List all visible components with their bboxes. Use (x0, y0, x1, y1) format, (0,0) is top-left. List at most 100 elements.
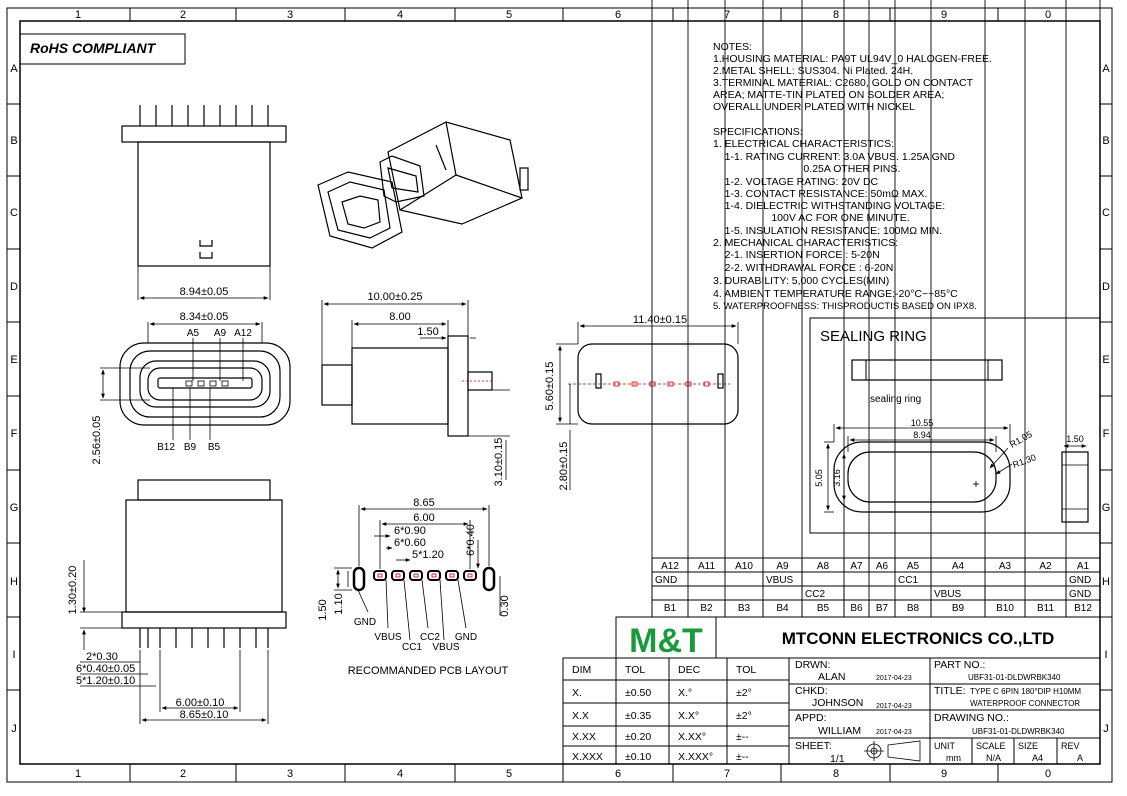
radius-105-label: R1.05 (1008, 429, 1034, 450)
notes-block: NOTES: 1.HOUSING MATERIAL: PA9T UL94V_0 … (713, 41, 992, 312)
dim-130-label: 1.30±0.20 (67, 566, 79, 615)
dim-1000-label: 10.00±0.25 (368, 291, 423, 303)
top-view-pads (613, 381, 710, 387)
frame-row-label: I (1104, 649, 1107, 661)
frame-row-label: C (1102, 207, 1110, 219)
drawn-label: DRWN: (795, 659, 830, 671)
note-line: 1. ELECTRICAL CHARACTERISTICS: (713, 138, 894, 150)
note-line: 0.25A OTHER PINS. (713, 163, 900, 175)
center-mark: + (972, 477, 979, 491)
frame-row-label: J (11, 723, 17, 735)
note-line: 2-1. INSERTION FORCE : 5-20N (713, 249, 880, 261)
pcb-pin-cc2: CC2 (420, 632, 440, 643)
rev-label: REV (1061, 741, 1080, 751)
frame-col-label: 8 (833, 768, 839, 780)
pin-label-b5: B5 (208, 442, 221, 453)
sealing-ring-title: SEALING RING (820, 328, 927, 345)
pcb-dim-6x060-label: 6*0.60 (394, 537, 426, 549)
drawing-no-value: UBF31-01-DLDWRBK340 (972, 727, 1065, 736)
dim-150-ring-label: 1.50 (1066, 434, 1084, 444)
pin-id-cell: A2 (1039, 561, 1052, 572)
rohs-box (19, 33, 186, 65)
scale-value: N/A (986, 753, 1001, 763)
rohs-label: RoHS COMPLIANT (30, 40, 157, 56)
pin-id-cell: A9 (776, 561, 789, 572)
pin-id-cell: B12 (1074, 603, 1092, 614)
sealing-ring-side-view (851, 359, 1003, 381)
part-no-value: UBF31-01-DLDWRBK340 (968, 673, 1061, 682)
tol-cell: ±-- (736, 731, 749, 743)
pin-label-a12: A12 (234, 328, 252, 339)
pin-id-cell: A3 (999, 561, 1012, 572)
pin-label-b12: B12 (157, 442, 175, 453)
tol-cell: X.XXX° (678, 751, 713, 763)
pin-id-cell: B8 (907, 603, 920, 614)
frame-row-label: F (11, 428, 18, 440)
iso-view (317, 121, 529, 249)
tolerance-table: DIM TOL DEC TOL X. ±0.50 X.° ±2° X.X ±0.… (572, 664, 756, 763)
sealing-ring-top-view (833, 441, 1011, 513)
approved-label: APPD: (795, 712, 827, 724)
frame-row-label: A (10, 63, 18, 75)
frame-row-label: H (1102, 576, 1110, 588)
pcb-dim-5x120-label: 5*1.20 (412, 549, 444, 561)
drawn-date: 2017-04-23 (876, 675, 912, 682)
signature-block: DRWN: ALAN 2017-04-23 CHKD: JOHNSON 2017… (795, 659, 912, 765)
tol-cell: ±2° (736, 710, 752, 722)
dim-256-label: 2.56±0.05 (91, 416, 103, 465)
note-line: 3.TERMINAL MATERIAL: C2680, GOLD ON CONT… (713, 77, 974, 89)
side-view-bottom (121, 479, 287, 648)
note-line: 1-2. VOLTAGE RATING: 20V DC (713, 176, 879, 188)
tol-cell: X.° (678, 687, 692, 699)
pin-id-cell: B6 (850, 603, 863, 614)
pin-id-cell: A10 (735, 561, 753, 572)
sealing-ring-profile (1061, 451, 1089, 523)
frame-col-label: 9 (941, 768, 947, 780)
pcb-dim-030-label: 0.30 (499, 595, 511, 616)
pin-id-cell: B10 (996, 603, 1014, 614)
size-value: A4 (1032, 753, 1043, 763)
pcb-dim-600-label: 6.00 (413, 512, 434, 524)
dim-150-label: 1.50 (417, 326, 438, 338)
frame-row-label: A (1102, 63, 1110, 75)
frame-col-label: 9 (941, 9, 947, 21)
pcb-dim-865-label: 8.65 (413, 497, 434, 509)
tol-cell: X.X° (678, 710, 699, 722)
frame-col-label: 5 (506, 9, 512, 21)
title-block-lines (562, 616, 1101, 765)
pin-id-cell: B4 (776, 603, 789, 614)
pin-id-cell: A8 (817, 561, 830, 572)
pin-signal-cell: GND (655, 575, 677, 586)
frame-col-label: 2 (180, 768, 186, 780)
pin-id-cell: B2 (700, 603, 713, 614)
frame-col-label: 0 (1045, 768, 1051, 780)
pin-label-b9: B9 (184, 442, 197, 453)
drawn-name: ALAN (818, 671, 845, 683)
dim-560-label: 5.60±0.15 (544, 362, 556, 411)
title-line-1: TYPE C 6PIN 180°DIP H10MM (970, 687, 1081, 696)
front-view-dims (100, 322, 263, 440)
pin-signal-cell: VBUS (934, 589, 962, 600)
frame-col-label: 5 (506, 768, 512, 780)
frame-col-label: 3 (287, 768, 293, 780)
note-line: 1-1. RATING CURRENT: 3.0A VBUS. 1.25A GN… (713, 151, 955, 163)
note-line: SPECIFICATIONS: (713, 126, 803, 138)
pcb-caption: RECOMMANDED PCB LAYOUT (348, 665, 509, 677)
frame-row-label: H (10, 576, 18, 588)
frame-row-label: E (1102, 354, 1109, 366)
dim-1140-label: 11.40±0.15 (633, 314, 687, 326)
side-view-bottom-dims (80, 560, 269, 724)
pin-id-cell: B5 (817, 603, 830, 614)
unit-value: mm (946, 753, 961, 763)
pin-signal-cell: GND (1069, 575, 1091, 586)
pin-signal-cell: CC2 (805, 589, 825, 600)
pin-id-cell: A4 (952, 561, 965, 572)
rev-value: A (1077, 753, 1083, 763)
dim-600-label: 6.00±0.10 (176, 697, 225, 709)
pin-id-cell: A6 (876, 561, 889, 572)
dim-505-label: 5.05 (814, 469, 824, 487)
pin-signal-cell: CC1 (898, 575, 918, 586)
frame-col-label: 8 (833, 9, 839, 21)
tol-head: DEC (678, 664, 701, 676)
